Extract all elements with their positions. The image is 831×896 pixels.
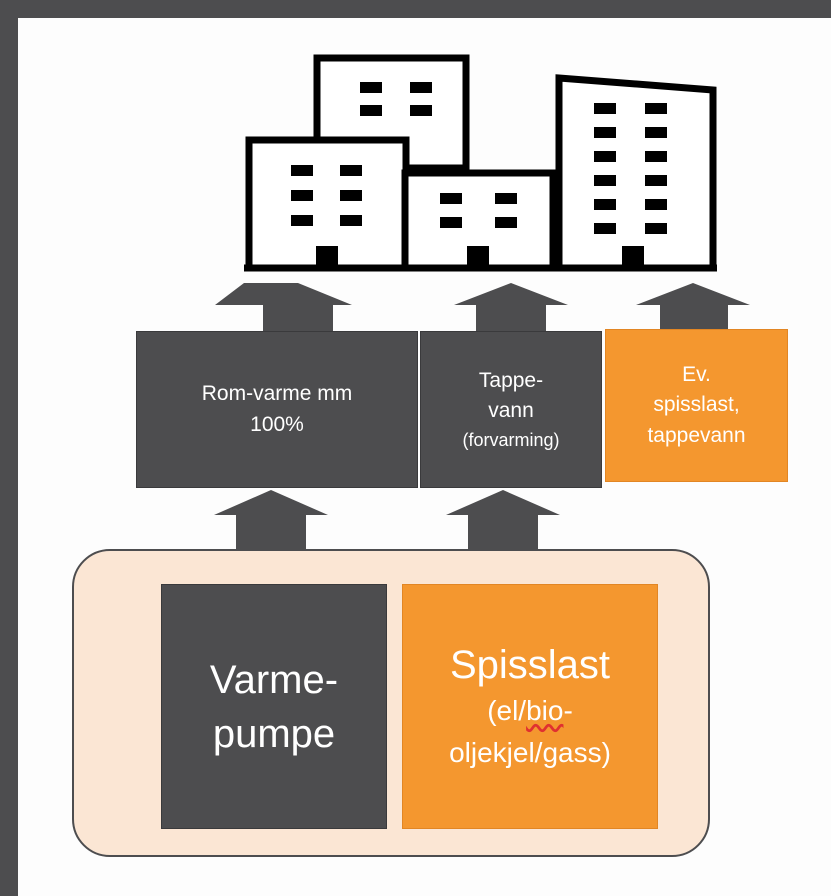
tappevann-line3: (forvarming) bbox=[462, 429, 560, 450]
up-arrow-icon bbox=[214, 490, 328, 549]
tappevann-box: Tappe- vann (forvarming) bbox=[420, 331, 602, 488]
up-arrow-icon bbox=[636, 283, 750, 331]
spisslast-top-line2: spisslast, bbox=[653, 393, 740, 417]
romvarme-box: Rom-varme mm 100% bbox=[136, 331, 418, 488]
spisslast-bottom-line3: oljekjel/gass) bbox=[449, 736, 611, 768]
spisslast-bottom-title: Spisslast bbox=[449, 642, 611, 687]
spisslast-top-line3: tappevann bbox=[647, 423, 746, 447]
romvarme-percent: 100% bbox=[250, 412, 304, 436]
buildings-icon bbox=[244, 54, 717, 272]
up-arrow-icon bbox=[215, 283, 352, 331]
spisslast-top-line1: Ev. bbox=[682, 362, 711, 386]
romvarme-label: Rom-varme mm bbox=[201, 382, 353, 406]
spisslast-bottom-line2-bio: bio bbox=[526, 694, 564, 726]
varmepumpe-box: Varme- pumpe bbox=[161, 584, 387, 829]
varmepumpe-line1: Varme- bbox=[209, 657, 339, 702]
varmepumpe-line2: pumpe bbox=[212, 711, 336, 756]
spisslast-bottom-line2: (el/bio- bbox=[487, 690, 573, 732]
building-windows bbox=[291, 82, 667, 266]
spisslast-bottom-box: Spisslast (el/bio- oljekjel/gass) bbox=[402, 584, 658, 829]
spisslast-bottom-line2-prefix: (el/ bbox=[487, 694, 527, 726]
up-arrow-icon bbox=[454, 283, 568, 331]
up-arrow-icon bbox=[446, 490, 560, 549]
spisslast-top-box: Ev. spisslast, tappevann bbox=[605, 329, 788, 482]
tappevann-line1: Tappe- bbox=[478, 369, 544, 393]
spisslast-bottom-line2-suffix: - bbox=[563, 694, 573, 726]
building-right bbox=[555, 74, 717, 272]
tappevann-line2: vann bbox=[488, 399, 534, 423]
